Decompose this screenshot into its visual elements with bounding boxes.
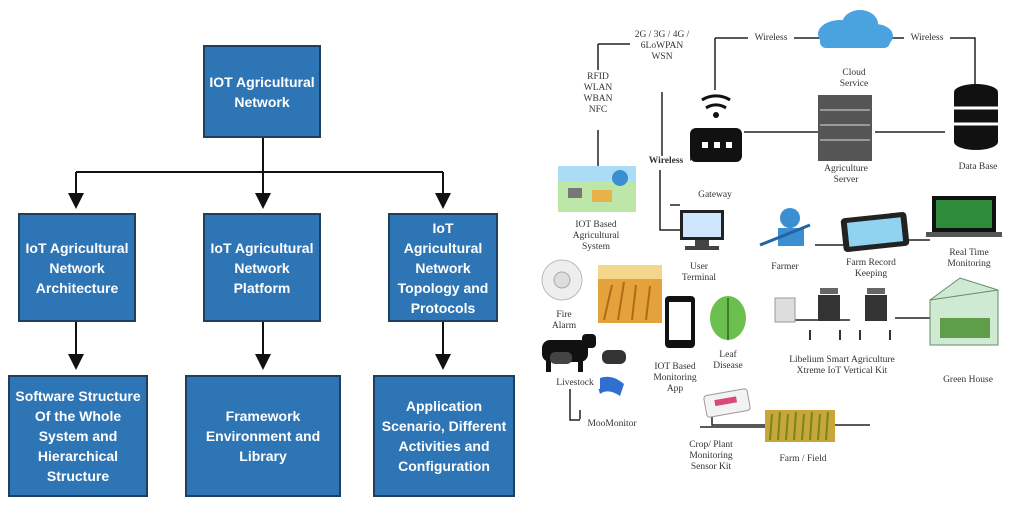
field-image: [765, 410, 835, 442]
farmer-icon: [759, 208, 811, 247]
label-agriculture-server: Agriculture Server: [824, 164, 868, 185]
fire-alarm-icon: [541, 259, 583, 301]
hierarchy-diagram: IOT Agricultural Network IoT Agricultura…: [8, 45, 515, 497]
root-node: IOT Agricultural Network: [203, 45, 321, 138]
label-cloud-service: Cloud Service: [839, 68, 869, 89]
livestock-icon: [542, 334, 626, 372]
node-framework: Framework Environment and Library: [185, 375, 341, 497]
monitor-laptop-icon: [926, 196, 1002, 237]
database-icon: [954, 84, 998, 150]
label-gateway: Gateway: [698, 190, 732, 200]
farm-system-icon: [558, 166, 636, 212]
label-protocols-cellular: 2G / 3G / 4G / 6LoWPAN WSN: [634, 30, 690, 62]
router-icon: [690, 94, 742, 162]
tablet-icon: [840, 212, 910, 252]
node-architecture: IoT Agricultural Network Architecture: [18, 213, 136, 322]
greenhouse-icon: [929, 277, 999, 346]
label-iot-system: IOT Based Agricultural System: [572, 220, 620, 252]
label-crop-sensor: Crop/ Plant Monitoring Sensor Kit: [689, 440, 733, 472]
label-farm-record: Farm Record Keeping: [846, 258, 896, 279]
label-user-terminal: User Terminal: [681, 262, 717, 283]
node-software-structure: Software Structure Of the Whole System a…: [8, 375, 148, 497]
server-icon: [818, 95, 872, 161]
wheat-image: [598, 265, 662, 323]
hierarchy-connectors: [68, 138, 451, 370]
label-wireless-left: Wireless: [748, 33, 794, 44]
label-wireless-gateway: Wireless: [642, 156, 690, 167]
label-iot-app: IOT Based Monitoring App: [653, 362, 697, 394]
label-leaf-disease: Leaf Disease: [713, 350, 743, 371]
network-graphics: [541, 10, 1002, 442]
label-protocols-short: RFID WLAN WBAN NFC: [583, 72, 613, 115]
label-green-house: Green House: [943, 375, 993, 385]
label-moomonitor: MooMonitor: [580, 419, 644, 430]
computer-icon: [680, 210, 724, 250]
smartphone-icon: [665, 296, 695, 348]
node-application: Application Scenario, Different Activiti…: [373, 375, 515, 497]
label-libelium: Libelium Smart Agriculture Xtreme IoT Ve…: [789, 355, 895, 376]
label-farm-field: Farm / Field: [779, 454, 827, 464]
label-real-time: Real Time Monitoring: [947, 248, 991, 269]
iot-network-illustration: 2G / 3G / 4G / 6LoWPAN WSN RFID WLAN WBA…: [520, 0, 1011, 513]
node-topology: IoT Agricultural Network Topology and Pr…: [388, 213, 498, 322]
label-farmer: Farmer: [771, 262, 799, 272]
crop-sensor-icon: [703, 388, 751, 418]
label-wireless-right: Wireless: [904, 33, 950, 44]
sensor-kit-icon: [774, 288, 891, 340]
moomonitor-icon: [596, 376, 624, 396]
cloud-icon: [818, 10, 893, 48]
label-data-base: Data Base: [958, 162, 998, 172]
label-fire-alarm: Fire Alarm: [551, 310, 577, 331]
node-platform: IoT Agricultural Network Platform: [203, 213, 321, 322]
leaf-icon: [710, 296, 746, 340]
label-livestock: Livestock: [550, 378, 600, 389]
